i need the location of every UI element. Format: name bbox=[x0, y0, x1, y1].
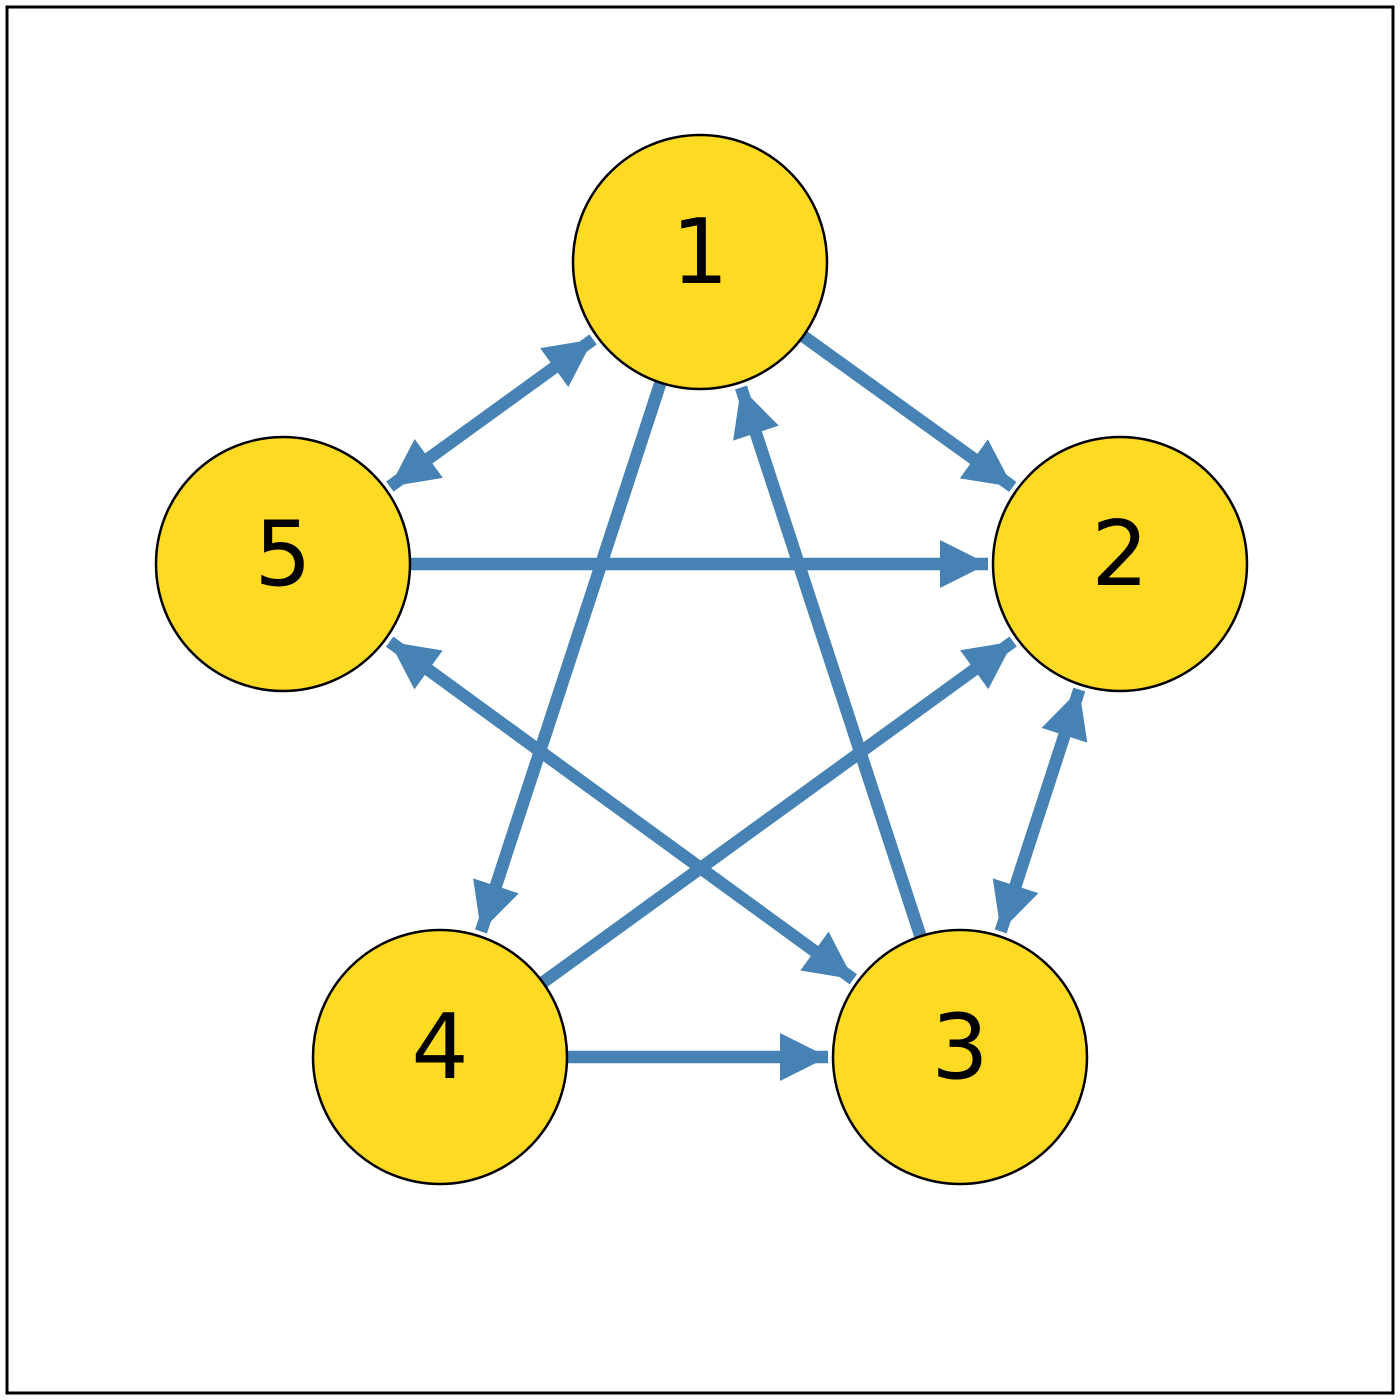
edge-4-2 bbox=[539, 636, 1017, 988]
graph-node-1: 1 bbox=[571, 133, 829, 391]
node-circle-3 bbox=[831, 928, 1089, 1186]
graph-node-4: 4 bbox=[311, 928, 569, 1186]
edge-3-5-bidirectional bbox=[386, 636, 857, 985]
edge-2-3-bidirectional bbox=[992, 687, 1088, 934]
node-circle-5 bbox=[154, 435, 412, 693]
edges-layer bbox=[386, 331, 1088, 1081]
graph-node-2: 2 bbox=[991, 435, 1249, 693]
edge-1-2 bbox=[799, 331, 1017, 492]
node-circle-1 bbox=[571, 133, 829, 391]
graph-node-5: 5 bbox=[154, 435, 412, 693]
edge-1-5-bidirectional bbox=[386, 334, 597, 492]
node-circle-2 bbox=[991, 435, 1249, 693]
node-circle-4 bbox=[311, 928, 569, 1186]
graph-node-3: 3 bbox=[831, 928, 1089, 1186]
